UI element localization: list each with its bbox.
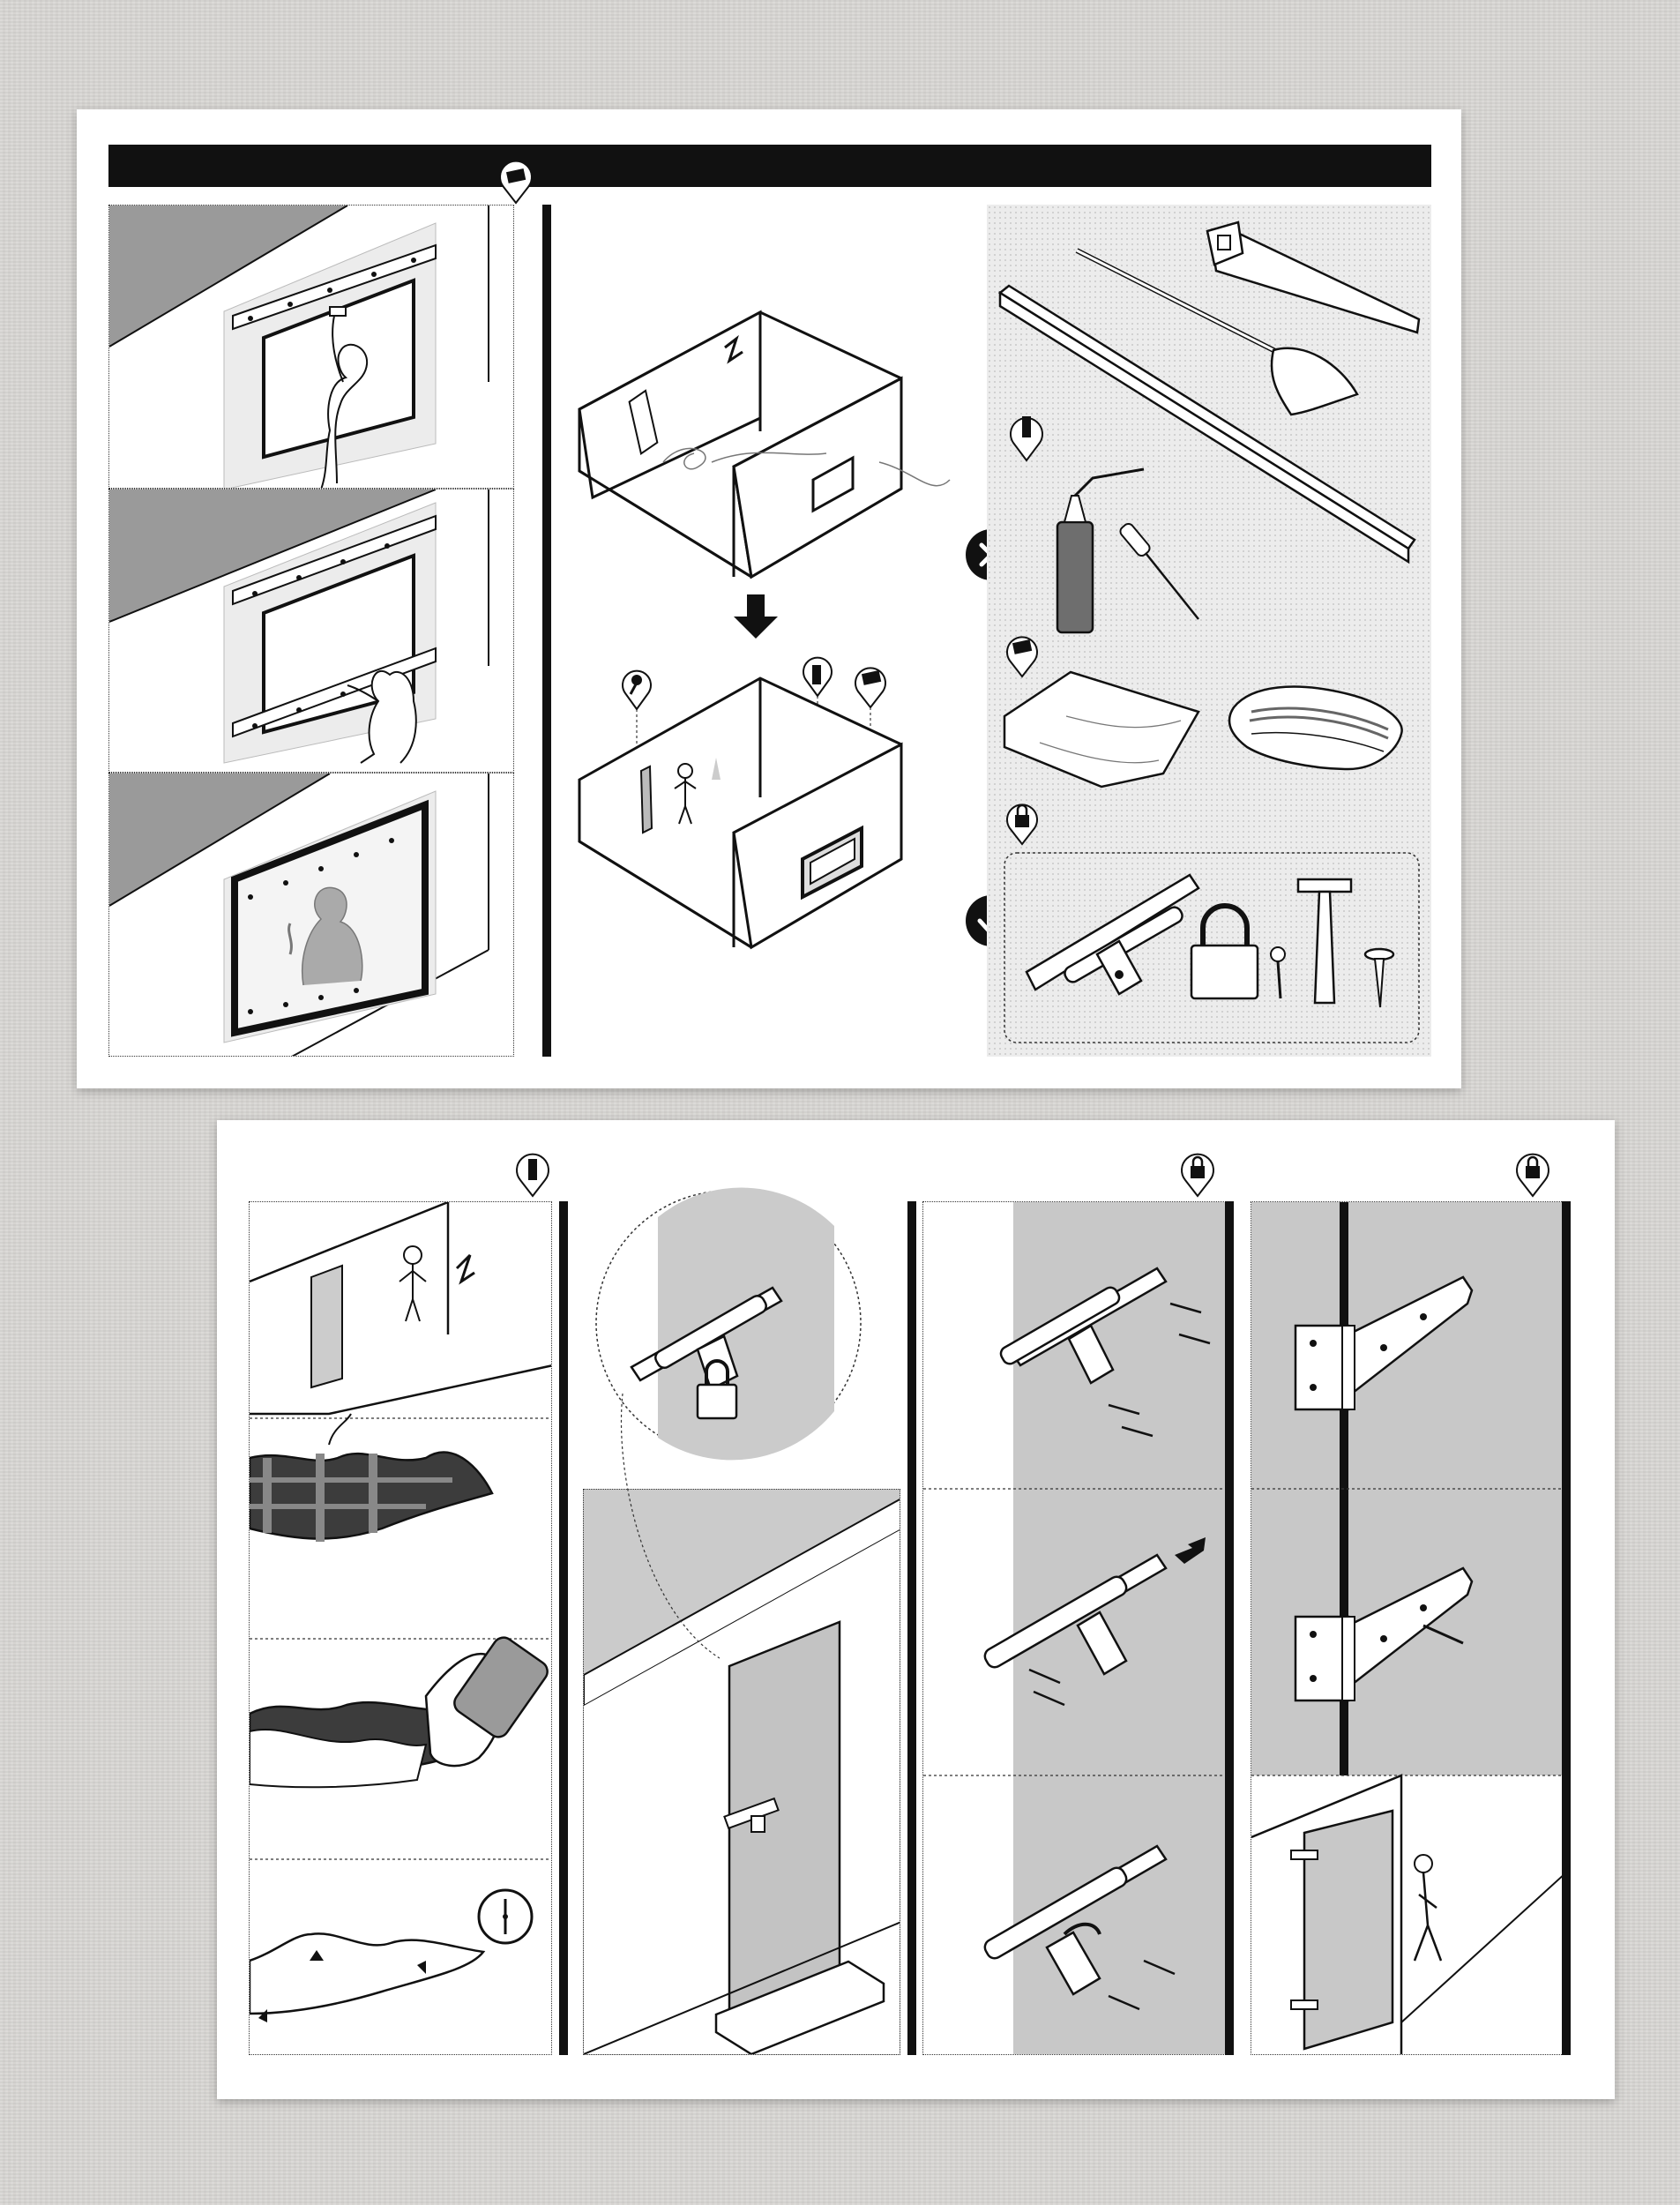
sealant-steps [249, 1201, 552, 2055]
clock-icon [477, 1888, 534, 1945]
shovel-icon [1075, 248, 1359, 416]
sealant-gun-icon [1056, 467, 1145, 634]
saw-icon [1206, 220, 1421, 334]
lock-icon [1181, 1153, 1214, 1198]
plastic-sheet-folded-icon [1003, 670, 1200, 789]
lock-icon [1516, 1153, 1549, 1198]
column-divider [907, 1201, 916, 2055]
plank-icon [997, 284, 1416, 564]
screwdriver-icon [1119, 522, 1199, 620]
window-step-1 [108, 205, 514, 489]
barrel-bolt-icon [1025, 873, 1200, 996]
window-step-3 [108, 773, 514, 1057]
blanket-icon [1228, 685, 1403, 771]
hinge-install-steps [1251, 1201, 1565, 2055]
sealant-icon [516, 1153, 549, 1198]
instruction-sheet-bottom [217, 1120, 1615, 2099]
t-hinge-icon [1296, 878, 1353, 1005]
down-arrow-icon [734, 594, 778, 639]
plastic-sheet-icon [499, 160, 533, 205]
key-icon [1270, 946, 1286, 999]
screw-icon [1363, 947, 1395, 1008]
column-divider [1225, 1201, 1234, 2055]
column-divider [1562, 1201, 1571, 2055]
door-lock [583, 1489, 900, 2055]
column-divider [559, 1201, 568, 2055]
bolt-install-steps [922, 1201, 1231, 2055]
tools-and-materials [987, 205, 1431, 1057]
room-before-after [578, 310, 1017, 950]
plastic-sheet-icon [855, 667, 886, 789]
padlock-icon [1190, 903, 1259, 1000]
instruction-sheet-top [77, 109, 1461, 1088]
lock-magnified [595, 1187, 862, 1659]
title-bar [108, 145, 1431, 187]
window-step-2 [108, 489, 514, 773]
column-divider [542, 205, 551, 1057]
